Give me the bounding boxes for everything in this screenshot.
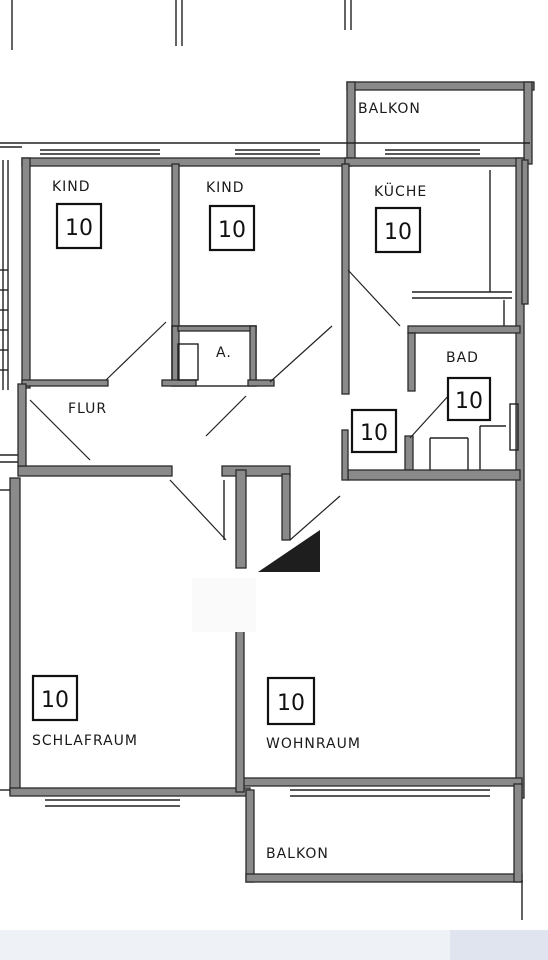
top-edge-lines	[11, 0, 352, 50]
label-wohnraum: WOHNRAUM	[266, 736, 361, 752]
room-number-bad: 10	[446, 376, 492, 422]
label-bad: BAD	[446, 350, 479, 366]
label-schlafraum: SCHLAFRAUM	[32, 733, 138, 749]
svg-text:10: 10	[455, 389, 483, 414]
label-kueche: KÜCHE	[374, 182, 427, 200]
label-kind-1: KIND	[52, 179, 91, 195]
room-number-kind-2: 10	[208, 204, 256, 252]
svg-text:10: 10	[218, 218, 246, 243]
bottom-strip-right	[450, 930, 548, 960]
svg-text:10: 10	[277, 691, 305, 716]
room-number-flur: 10	[350, 408, 398, 454]
svg-text:10: 10	[41, 688, 69, 713]
label-balkon-bottom: BALKON	[266, 846, 329, 862]
stair-wedge	[258, 530, 320, 572]
chimney-mark	[192, 578, 256, 632]
room-number-wohnraum: 10	[266, 676, 316, 726]
label-abstellraum: A.	[216, 345, 232, 361]
svg-text:10: 10	[384, 220, 412, 245]
left-edge-lines	[0, 160, 20, 791]
label-flur: FLUR	[68, 401, 107, 417]
room-number-kueche: 10	[374, 206, 422, 254]
room-number-kind-1: 10	[55, 202, 103, 250]
balcony-bottom	[245, 783, 523, 920]
door-swings	[29, 269, 451, 541]
label-kind-2: KIND	[206, 180, 245, 196]
bottom-strip-left	[0, 930, 450, 960]
balcony-top	[346, 81, 535, 165]
interior-walls	[17, 163, 521, 793]
room-number-schlafraum: 10	[31, 674, 79, 722]
svg-text:10: 10	[360, 421, 388, 446]
label-balkon-top: BALKON	[358, 101, 421, 117]
bottom-strip	[0, 930, 548, 960]
svg-text:10: 10	[65, 216, 93, 241]
